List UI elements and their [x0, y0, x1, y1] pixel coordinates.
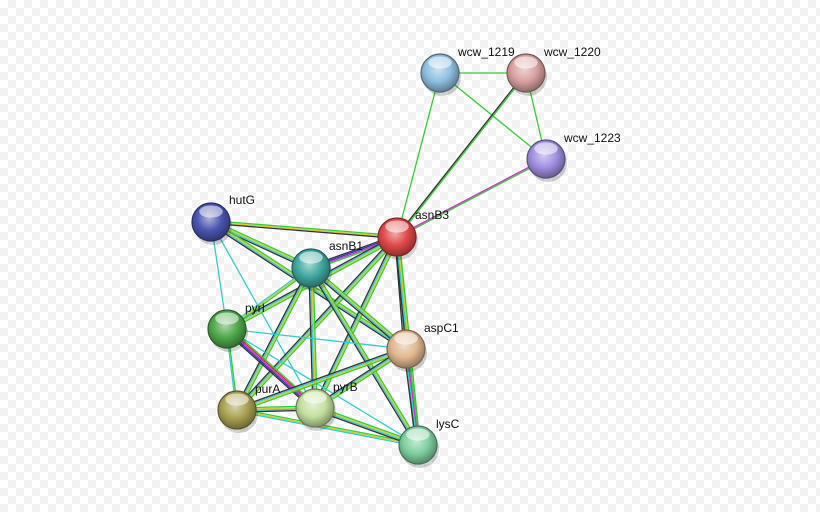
- edge-strand: [395, 71, 527, 238]
- edge-strand: [226, 328, 316, 409]
- edge-strand: [316, 237, 400, 410]
- edge-strand: [237, 350, 408, 413]
- edge-strand: [312, 267, 318, 409]
- node-label-purA: purA: [255, 382, 280, 396]
- edge-strand: [236, 409, 419, 446]
- edge-pyrI-lysC: [226, 328, 419, 446]
- edge-strand: [210, 222, 398, 240]
- node-asnB3[interactable]: asnB3: [377, 208, 449, 260]
- edge-purA-lysC: [236, 407, 419, 448]
- edge-strand: [210, 219, 398, 237]
- node-aspC1[interactable]: aspC1: [386, 321, 459, 372]
- node-label-pyrB: pyrB: [333, 380, 358, 394]
- edge-strand: [226, 328, 419, 446]
- node-highlight: [215, 312, 239, 325]
- node-wcw_1219[interactable]: wcw_1219: [420, 45, 515, 96]
- edge-strand: [235, 235, 398, 411]
- node-label-aspC1: aspC1: [424, 321, 459, 335]
- node-label-hutG: hutG: [229, 193, 255, 207]
- edge-strand: [224, 330, 314, 411]
- node-highlight: [534, 142, 558, 155]
- edge-aspC1-purA: [235, 346, 408, 413]
- node-label-wcw_1219: wcw_1219: [457, 45, 515, 59]
- node-label-wcw_1220: wcw_1220: [543, 45, 601, 59]
- edge-hutG-pyrB: [210, 221, 316, 409]
- node-lysC[interactable]: lysC: [398, 417, 460, 468]
- node-wcw_1223[interactable]: wcw_1223: [526, 131, 621, 182]
- edge-asnB3-purA: [234, 234, 400, 413]
- node-highlight: [299, 251, 323, 264]
- node-label-asnB3: asnB3: [415, 208, 449, 222]
- node-purA[interactable]: purA: [217, 382, 280, 433]
- edge-strand: [238, 268, 314, 412]
- node-pyrI[interactable]: pyrI: [207, 301, 265, 352]
- edge-wcw_1220-asnB3: [395, 71, 528, 239]
- edge-strand: [310, 266, 408, 350]
- edge-strand: [235, 267, 312, 411]
- edge-strand: [309, 267, 407, 351]
- edge-strand: [396, 157, 547, 238]
- node-highlight: [303, 391, 327, 404]
- edge-wcw_1219-asnB3: [396, 72, 441, 238]
- edge-asnB1-lysC: [308, 266, 421, 447]
- node-highlight: [394, 332, 418, 345]
- edge-strand: [235, 346, 406, 409]
- edge-strand: [308, 268, 417, 447]
- edge-strand: [236, 347, 407, 410]
- edge-strand: [310, 266, 420, 446]
- edge-strand: [234, 234, 397, 410]
- edge-strand: [396, 72, 441, 238]
- edge-strand: [312, 266, 421, 445]
- edge-strand: [236, 236, 399, 412]
- node-hutG[interactable]: hutG: [191, 193, 255, 245]
- edge-strand: [226, 328, 407, 350]
- edge-strand: [236, 410, 419, 448]
- edge-strand: [309, 267, 419, 447]
- edge-strand: [396, 72, 528, 239]
- nodes-layer: wcw_1219 wcw_1220 wcw_1223 hutG asnB3 asnB1 py…: [191, 45, 621, 468]
- node-pyrB[interactable]: pyrB: [295, 380, 358, 431]
- node-highlight: [225, 393, 249, 406]
- node-asnB1[interactable]: asnB1: [291, 239, 363, 291]
- edge-strand: [234, 266, 310, 410]
- edge-strand: [236, 267, 313, 411]
- edge-strand: [225, 329, 315, 410]
- edge-pyrI-aspC1: [226, 328, 407, 350]
- edge-strand: [210, 221, 316, 409]
- edge-strand: [236, 349, 407, 412]
- node-label-wcw_1223: wcw_1223: [563, 131, 621, 145]
- edge-strand: [237, 237, 400, 413]
- edge-asnB1-purA: [234, 266, 314, 412]
- edge-strand: [314, 236, 399, 409]
- edge-strand: [396, 158, 547, 239]
- node-highlight: [406, 428, 430, 441]
- node-label-pyrI: pyrI: [245, 301, 265, 315]
- node-wcw_1220[interactable]: wcw_1220: [506, 45, 601, 96]
- edge-strand: [228, 326, 318, 407]
- edge-strand: [227, 327, 317, 408]
- node-label-asnB1: asnB1: [329, 239, 363, 253]
- edge-strand: [210, 221, 398, 238]
- edge-wcw_1223-asnB3: [396, 157, 547, 239]
- edge-strand: [308, 268, 406, 352]
- edge-strand: [236, 407, 419, 445]
- edge-asnB1-aspC1: [308, 265, 409, 352]
- node-highlight: [385, 220, 409, 233]
- node-label-lysC: lysC: [436, 417, 460, 431]
- node-highlight: [199, 205, 223, 218]
- node-highlight: [514, 56, 538, 69]
- node-highlight: [428, 56, 452, 69]
- edge-hutG-asnB3: [210, 219, 398, 240]
- edge-strand: [311, 265, 409, 349]
- edge-pyrI-pyrB: [224, 326, 318, 411]
